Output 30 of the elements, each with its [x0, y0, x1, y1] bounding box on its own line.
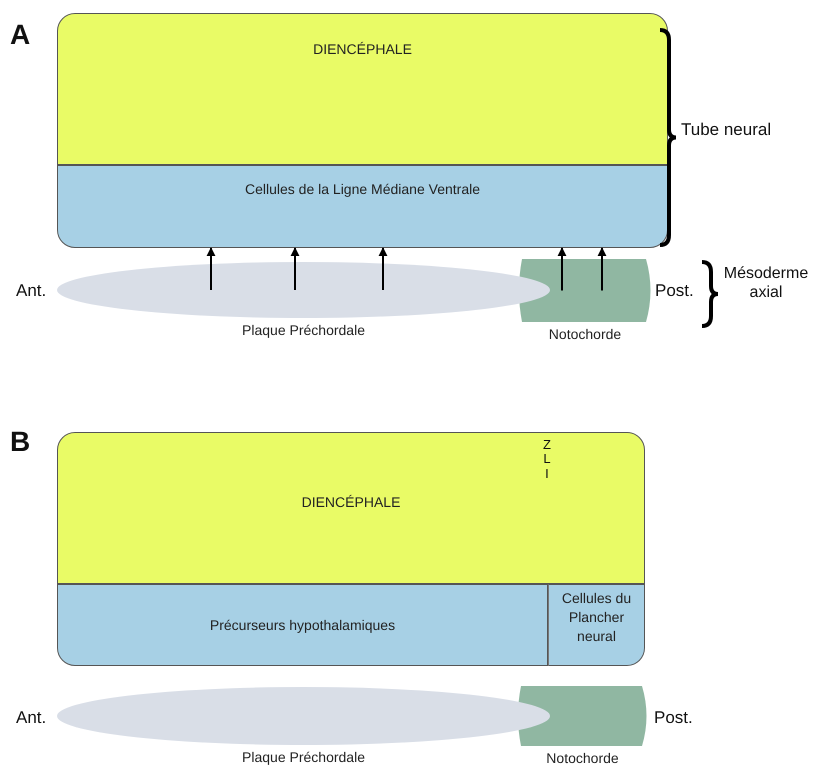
- brain-region: [57, 432, 645, 584]
- arrow: [378, 247, 388, 290]
- diagram-label: ZLI: [543, 438, 551, 481]
- diagram-label: Ant.: [16, 281, 46, 302]
- diagram-label: Post.: [654, 708, 693, 728]
- diagram-label: A: [10, 18, 30, 52]
- diagram-label: Ant.: [16, 708, 46, 728]
- diagram-label: Mésoderme axial: [722, 264, 810, 302]
- structure-caption: Plaque Préchordale: [242, 749, 365, 765]
- brain-region: [57, 13, 668, 165]
- region-label: DIENCÉPHALE: [300, 493, 402, 512]
- arrow: [558, 247, 566, 290]
- arrow: [290, 247, 300, 290]
- brain-region: [548, 584, 645, 666]
- region-label: Précurseurs hypothalamiques: [208, 616, 396, 635]
- region-label: Cellules de la Ligne Médiane Ventrale: [244, 180, 482, 199]
- arrow: [598, 247, 606, 290]
- diagram-label: B: [10, 425, 30, 459]
- diagram-label: Post.: [655, 281, 694, 302]
- structure-caption: Notochorde: [546, 750, 619, 766]
- diagram-label: Tube neural: [681, 120, 772, 140]
- brain-region: [57, 165, 668, 248]
- notochord-shape: [518, 259, 652, 322]
- structure-caption: Notochorde: [548, 326, 622, 342]
- brain-region: [57, 584, 548, 666]
- structure-caption: Plaque Préchordale: [242, 322, 365, 338]
- region-label: DIENCÉPHALE: [312, 40, 413, 59]
- region-label: Cellules du Plancher neural: [560, 589, 632, 646]
- arrow: [206, 247, 216, 290]
- notochord-shape: [517, 686, 648, 746]
